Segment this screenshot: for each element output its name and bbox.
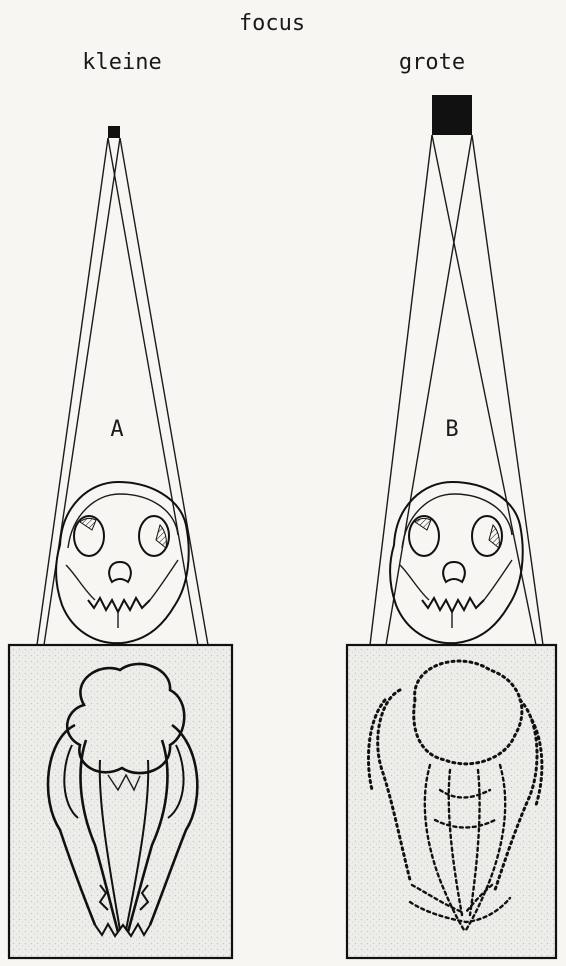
large-focus-beam [370, 135, 543, 645]
label-kleine: kleine [82, 50, 161, 75]
large-focal-spot [432, 95, 472, 135]
skull-a [56, 482, 189, 643]
label-a: A [110, 417, 123, 442]
large-focus-group [347, 95, 556, 958]
film-plate-a [9, 645, 232, 958]
heading-focus: focus [239, 11, 305, 36]
label-grote: grote [399, 50, 465, 75]
label-b: B [445, 417, 458, 442]
small-focus-beam [37, 138, 208, 645]
small-focus-group [9, 126, 232, 958]
small-focal-spot [108, 126, 120, 138]
film-plate-b [347, 645, 556, 958]
